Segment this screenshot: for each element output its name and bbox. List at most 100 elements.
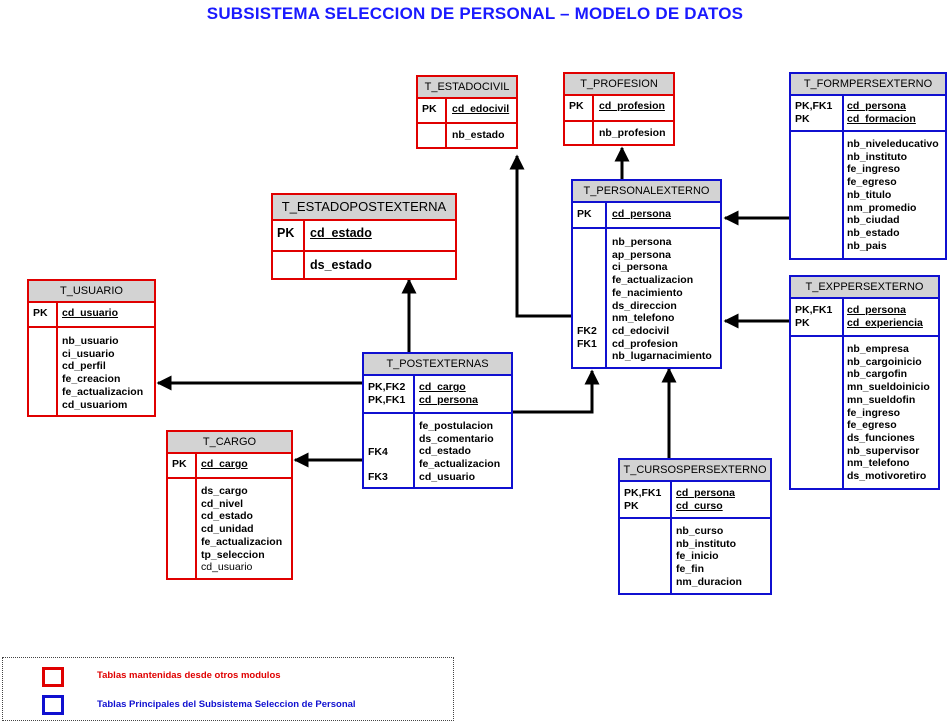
pk-field: cd_cargo: [419, 381, 466, 393]
table-personalexterno: T_PERSONALEXTERNO PK cd_persona FK2 FK1 …: [571, 179, 722, 369]
attr-field: cd_perfil: [62, 360, 106, 373]
table-name: T_ESTADOCIVIL: [418, 77, 516, 99]
pk-label: PK,FK1: [795, 304, 833, 316]
attr-field: fe_creacion: [62, 373, 121, 386]
table-cursospersexterno: T_CURSOSPERSEXTERNO PK,FK1 PK cd_persona…: [618, 458, 772, 595]
attr-field: nb_pais: [847, 239, 887, 252]
attr-field: nb_estado: [452, 129, 505, 141]
pk-field: cd_profesion: [599, 100, 665, 112]
attr-field: fe_ingreso: [847, 163, 901, 176]
attr-field: ci_usuario: [62, 347, 115, 360]
attr-field: nb_curso: [676, 525, 724, 537]
attr-field: fe_actualizacion: [62, 385, 144, 398]
pk-label: PK: [795, 112, 810, 125]
table-name: T_PROFESION: [565, 74, 673, 96]
pk-field: cd_curso: [676, 499, 723, 512]
table-profesion: T_PROFESION PK cd_profesion nb_profesion: [563, 72, 675, 146]
pk-field: cd_cargo: [201, 458, 248, 470]
pk-label: PK: [33, 307, 48, 319]
attr-field: fe_actualizacion: [201, 535, 283, 548]
pk-label: PK: [624, 499, 639, 512]
table-postexternas: T_POSTEXTERNAS PK,FK2 PK,FK1 cd_cargo cd…: [362, 352, 513, 489]
attr-field: nb_titulo: [847, 188, 892, 201]
attr-field: nb_ciudad: [847, 214, 900, 227]
fk-label: FK4: [368, 446, 388, 458]
pk-field: cd_persona: [847, 304, 906, 316]
attr-field: fe_actualizacion: [612, 274, 694, 287]
table-name: T_ESTADOPOSTEXTERNA: [273, 195, 455, 221]
attr-field: cd_estado: [201, 510, 253, 523]
attr-field: mn_sueldoinicio: [847, 381, 930, 394]
table-cargo: T_CARGO PK cd_cargo ds_cargo cd_nivel cd…: [166, 430, 293, 580]
attr-field: ds_motivoretiro: [847, 470, 927, 483]
pk-label: PK,FK1: [368, 393, 406, 406]
attr-field: fe_ingreso: [847, 406, 901, 419]
pk-field: cd_persona: [419, 393, 478, 406]
pk-label: PK: [795, 316, 810, 329]
attr-field: ds_estado: [310, 258, 372, 272]
attr-field: cd_usuariom: [62, 398, 128, 411]
legend: Tablas mantenidas desde otros modulos Ta…: [2, 657, 454, 721]
rel-post-personal: [512, 369, 600, 414]
rel-personal-estadocivil: [509, 154, 572, 318]
attr-field: nm_telefono: [847, 457, 910, 470]
attr-field: nb_persona: [612, 236, 672, 248]
pk-field: cd_persona: [676, 487, 735, 499]
diagram-title: SUBSISTEMA SELECCION DE PERSONAL – MODEL…: [206, 4, 744, 23]
pk-label: PK: [569, 100, 584, 112]
attr-field: nm_duracion: [676, 575, 742, 588]
attr-field: ds_comentario: [419, 432, 494, 445]
attr-field: cd_usuario: [201, 561, 253, 574]
pk-label: PK: [277, 226, 295, 240]
pk-field: cd_edocivil: [452, 103, 510, 115]
table-formpersexterno: T_FORMPERSEXTERNO PK,FK1 PK cd_persona c…: [789, 72, 947, 260]
attr-field: cd_nivel: [201, 497, 244, 510]
attr-field: ds_direccion: [612, 299, 677, 312]
attr-field: mn_sueldofin: [847, 393, 916, 406]
attr-field: cd_edocivil: [612, 324, 670, 337]
attr-field: fe_egreso: [847, 176, 897, 189]
attr-field: nb_empresa: [847, 343, 909, 355]
attr-field: cd_usuario: [419, 470, 476, 483]
attr-field: fe_egreso: [847, 419, 897, 432]
pk-label: PK: [577, 208, 592, 220]
attr-field: nb_lugarnacimiento: [612, 350, 712, 363]
legend-swatch-principal: [42, 695, 64, 715]
pk-field: cd_experiencia: [847, 316, 923, 329]
attr-field: cd_estado: [419, 445, 471, 458]
attr-field: nb_estado: [847, 226, 900, 239]
attr-field: nb_supervisor: [847, 444, 920, 457]
attr-field: nb_niveleducativo: [847, 138, 939, 150]
legend-label-principal: Tablas Principales del Subsistema Selecc…: [97, 699, 356, 710]
fk-label: FK3: [368, 471, 388, 484]
table-estadocivil: T_ESTADOCIVIL PK cd_edocivil nb_estado: [416, 75, 518, 149]
legend-label-maintained: Tablas mantenidas desde otros modulos: [97, 670, 281, 681]
attr-field: fe_actualizacion: [419, 458, 501, 471]
pk-field: cd_persona: [612, 208, 671, 220]
pk-label: PK,FK1: [795, 100, 833, 112]
table-name: T_POSTEXTERNAS: [364, 354, 511, 376]
attr-field: ci_persona: [612, 261, 668, 274]
attr-field: nb_usuario: [62, 335, 119, 347]
attr-field: ds_cargo: [201, 485, 248, 497]
fk-label: FK1: [577, 337, 597, 350]
attr-field: nb_instituto: [676, 537, 737, 550]
attr-field: tp_seleccion: [201, 548, 265, 561]
pk-label: PK,FK2: [368, 381, 406, 393]
pk-field: cd_persona: [847, 100, 906, 112]
attr-field: nm_promedio: [847, 201, 917, 214]
attr-field: ap_persona: [612, 248, 671, 261]
table-name: T_FORMPERSEXTERNO: [791, 74, 945, 96]
attr-field: fe_nacimiento: [612, 286, 683, 299]
attr-field: nb_profesion: [599, 127, 666, 139]
attr-field: nb_cargofin: [847, 368, 908, 381]
table-exppersexterno: T_EXPPERSEXTERNO PK,FK1 PK cd_persona cd…: [789, 275, 940, 490]
pk-field: cd_usuario: [62, 307, 119, 319]
attr-field: fe_fin: [676, 563, 705, 576]
pk-label: PK: [172, 458, 187, 470]
attr-field: nb_cargoinicio: [847, 355, 922, 368]
attr-field: cd_profesion: [612, 337, 678, 350]
table-estadopostexterna: T_ESTADOPOSTEXTERNA PK cd_estado ds_esta…: [271, 193, 457, 280]
table-name: T_CARGO: [168, 432, 291, 454]
pk-label: PK: [422, 103, 437, 115]
